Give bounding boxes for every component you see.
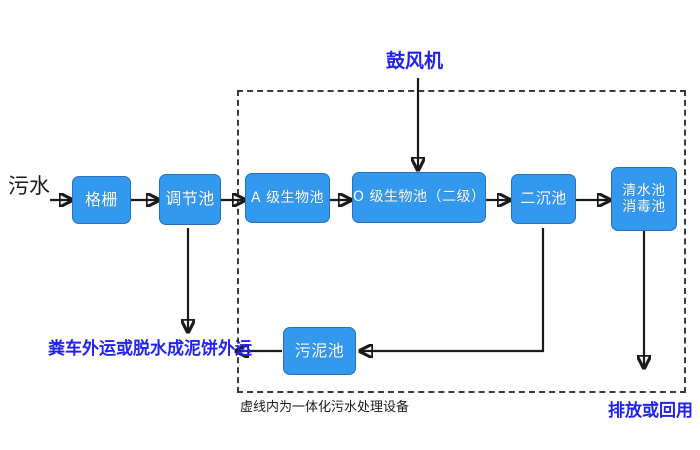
enclosure-caption: 虚线内为一体化污水处理设备 (240, 400, 410, 415)
sludge-disposal-label: 粪车外运或脱水成泥饼外运 (48, 339, 252, 359)
node-secondary-clarifier-label: 二沉池 (520, 189, 567, 208)
node-o-stage-label: O 级生物池（二级） (353, 189, 486, 206)
node-sludge-tank-label: 污泥池 (294, 340, 345, 360)
node-grille[interactable]: 格栅 (72, 176, 131, 224)
node-a-stage-label: A 级生物池 (250, 189, 325, 206)
integrated-equipment-boundary (237, 90, 686, 393)
outlet-label: 排放或回用 (608, 401, 693, 421)
node-sludge-tank[interactable]: 污泥池 (283, 327, 356, 375)
node-o-stage-bioreactor[interactable]: O 级生物池（二级） (352, 172, 486, 223)
node-disinfection-label: 消毒池 (622, 199, 666, 215)
node-a-stage-bioreactor[interactable]: A 级生物池 (245, 173, 330, 223)
node-equalization[interactable]: 调节池 (159, 174, 221, 225)
node-grille-label: 格栅 (84, 189, 118, 209)
node-clearwater-disinfection[interactable]: 清水池 消毒池 (611, 167, 677, 231)
node-clearwater-label: 清水池 (622, 182, 666, 199)
inlet-label: 污水 (8, 174, 50, 198)
node-equalization-label: 调节池 (165, 189, 215, 209)
blower-label: 鼓风机 (386, 50, 444, 72)
node-secondary-clarifier[interactable]: 二沉池 (511, 174, 576, 224)
